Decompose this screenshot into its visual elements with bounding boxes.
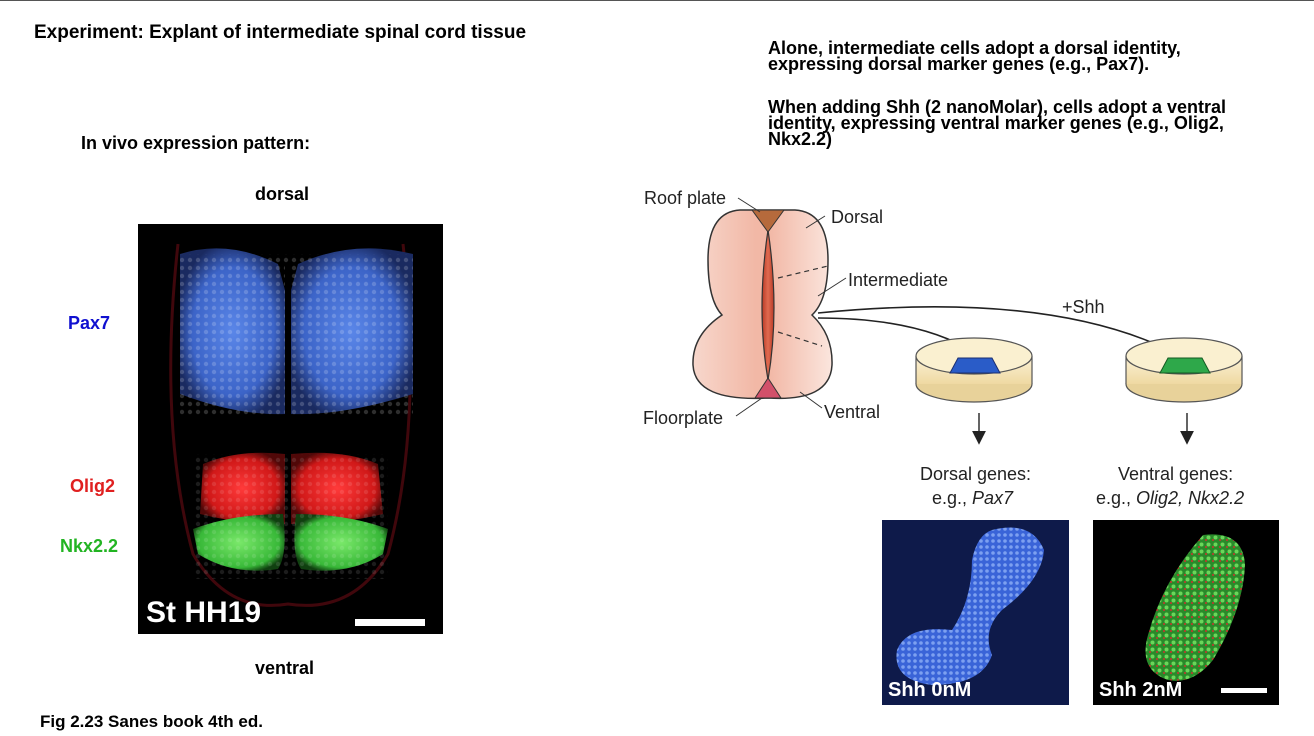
- plus-shh-label: +Shh: [1062, 297, 1105, 317]
- dorsal-label: dorsal: [255, 184, 310, 204]
- description-line: expressing dorsal marker genes (e.g., Pa…: [768, 54, 1150, 74]
- diagram-dorsal-label: Dorsal: [831, 207, 883, 227]
- intermediate-label: Intermediate: [848, 270, 948, 290]
- explant-schematic: Roof plate Dorsal Intermediate Floorplat…: [643, 188, 1244, 508]
- description-line: identity, expressing ventral marker gene…: [768, 113, 1224, 133]
- roof-plate-shape: [751, 209, 785, 233]
- culture-dish-control: [915, 337, 1033, 403]
- explant-micrograph-2nm: Shh 2nM: [1093, 520, 1279, 705]
- floorplate-shape: [754, 377, 782, 399]
- diagram-ventral-label: Ventral: [824, 402, 880, 422]
- culture-dish-shh: [1125, 337, 1243, 403]
- spinal-cord-micrograph: St HH19: [138, 224, 443, 634]
- nkx22-marker-label: Nkx2.2: [60, 536, 119, 556]
- description-paragraph-1: Alone, intermediate cells adopt a dorsal…: [768, 38, 1181, 74]
- dorsal-genes-example: e.g., Pax7: [932, 488, 1014, 508]
- pax7-marker-label: Pax7: [68, 313, 111, 333]
- explant-micrograph-0nm: Shh 0nM: [882, 520, 1069, 705]
- pax7-example: Pax7: [972, 488, 1014, 508]
- scale-bar: [1221, 688, 1267, 693]
- olig2-marker-label: Olig2: [70, 476, 116, 496]
- top-divider: [0, 0, 1314, 1]
- roof-plate-label: Roof plate: [644, 188, 726, 208]
- spinal-cord-fluorescence-image: [169, 243, 413, 607]
- eg-prefix: e.g.,: [1096, 488, 1136, 508]
- description-line: When adding Shh (2 nanoMolar), cells ado…: [768, 97, 1227, 117]
- ventral-label: ventral: [255, 658, 315, 678]
- page-title: Experiment: Explant of intermediate spin…: [34, 22, 527, 43]
- ventral-genes-label: Ventral genes:: [1118, 464, 1233, 484]
- ventral-genes-example: e.g., Olig2, Nkx2.2: [1096, 488, 1244, 508]
- eg-prefix: e.g.,: [932, 488, 972, 508]
- in-vivo-heading: In vivo expression pattern:: [81, 133, 311, 153]
- dorsal-genes-label: Dorsal genes:: [920, 464, 1031, 484]
- figure-caption: Fig 2.23 Sanes book 4th ed.: [40, 712, 263, 731]
- olig2-nkx22-example: Olig2, Nkx2.2: [1136, 488, 1244, 508]
- floorplate-label: Floorplate: [643, 408, 723, 428]
- description-line: Nkx2.2): [768, 129, 833, 149]
- olig2-nkx22-explant-image: [1093, 520, 1279, 705]
- scale-bar: [355, 619, 425, 626]
- description-paragraph-2: When adding Shh (2 nanoMolar), cells ado…: [768, 97, 1227, 149]
- pax7-explant-image: [882, 520, 1069, 705]
- description-line: Alone, intermediate cells adopt a dorsal…: [768, 38, 1181, 58]
- stage-label: St HH19: [146, 596, 262, 629]
- shh-0nm-label: Shh 0nM: [888, 679, 972, 701]
- shh-2nm-label: Shh 2nM: [1099, 679, 1183, 701]
